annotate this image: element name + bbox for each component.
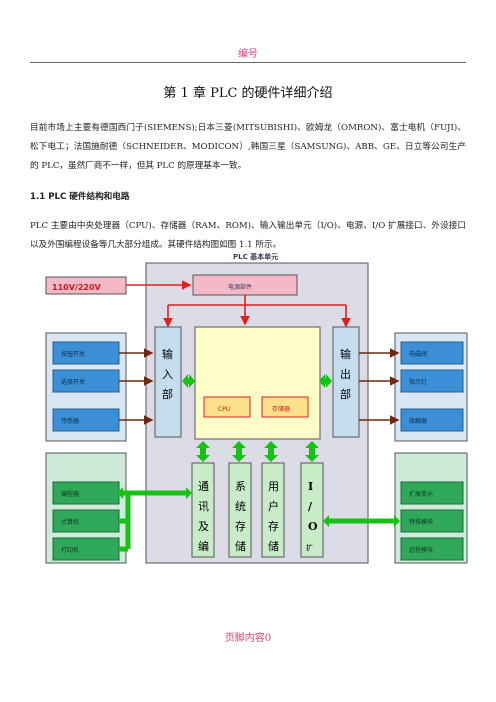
comm-char-3: 及 — [198, 520, 209, 533]
left-input-1-label: 按钮开关 — [61, 350, 85, 358]
comm-char-2: 讯 — [198, 500, 209, 513]
input-char-1: 输 — [162, 347, 173, 361]
sys-char-1: 系 — [235, 480, 246, 493]
input-char-3: 部 — [162, 387, 173, 401]
right-device-2-label: 特殊模块 — [409, 518, 433, 526]
left-device-3-label: 打印机 — [61, 546, 79, 554]
left-input-3-label: 传感器 — [61, 417, 79, 425]
comm-module — [191, 462, 215, 558]
input-section — [154, 326, 182, 438]
user-char-2: 户 — [268, 499, 279, 513]
right-output-1-label: 电磁阀 — [409, 350, 427, 358]
page-header: 编号 — [238, 49, 258, 60]
cpu-box-label: CPU — [218, 406, 230, 413]
user-memory-module — [261, 462, 285, 558]
cpu-section — [194, 326, 321, 440]
io-char-3: O — [308, 520, 318, 533]
intro-paragraph: 目前市场上主要有德国西门子(SIEMENS);日本三菱(MITSUBISHI)、… — [30, 123, 466, 171]
io-expansion-module — [300, 462, 324, 558]
right-output-3 — [400, 408, 464, 432]
left-device-1-label: 编程器 — [61, 490, 79, 498]
section-heading: 1.1 PLC 硬件结构和电路 — [30, 192, 130, 202]
cpu-box — [203, 396, 251, 418]
power-unit-label: 电源部件 — [228, 283, 252, 291]
right-device-1 — [400, 481, 464, 505]
user-char-1: 用 — [268, 480, 279, 493]
io-char-1: I — [308, 480, 313, 493]
power-distribution-lines — [167, 295, 347, 325]
bus-arrows — [182, 374, 332, 462]
comm-char-4: 编 — [198, 539, 209, 553]
output-arrows — [359, 348, 400, 425]
structure-paragraph: PLC 主要由中央处理器（CPU)、存储器（RAM、ROM)、输入输出单元（I/… — [30, 221, 466, 250]
frame-title: PLC 基本单元 — [233, 252, 278, 261]
output-char-2: 出 — [340, 367, 351, 381]
sys-char-2: 统 — [235, 500, 246, 513]
left-device-2-label: 计算机 — [61, 518, 79, 526]
input-arrows — [119, 348, 154, 425]
memory-box-label: 存储器 — [272, 405, 290, 413]
header-rule — [30, 62, 466, 63]
power-label: 110V/220V — [52, 283, 102, 292]
output-char-3: 部 — [340, 387, 351, 401]
right-output-3-label: 接触器 — [409, 417, 427, 425]
memory-box — [261, 396, 309, 418]
sys-char-4: 储 — [235, 539, 246, 553]
io-char-2: / — [308, 500, 313, 513]
output-char-1: 输 — [340, 347, 351, 361]
user-char-3: 存 — [268, 519, 279, 533]
left-device-bus — [117, 487, 192, 552]
io-char-4: 扩 — [306, 543, 313, 552]
right-output-2-label: 指示灯 — [409, 378, 427, 386]
right-device-bus — [323, 515, 400, 527]
sys-char-3: 存 — [235, 519, 246, 533]
user-char-4: 储 — [268, 539, 279, 553]
right-device-1-label: 扩展单元 — [409, 490, 433, 498]
page-footer: 页脚内容0 — [224, 633, 272, 644]
comm-char-1: 通 — [198, 480, 209, 493]
chapter-title: 第 1 章 PLC 的硬件详细介绍 — [163, 86, 333, 101]
right-device-2 — [400, 509, 464, 533]
right-output-1 — [400, 341, 464, 365]
right-device-3 — [400, 537, 464, 561]
system-memory-module — [228, 462, 252, 558]
right-output-2 — [400, 369, 464, 393]
input-char-2: 入 — [162, 368, 173, 381]
right-device-3-label: 远程模块 — [409, 546, 433, 554]
output-section — [332, 326, 360, 438]
left-input-2-label: 选择开关 — [61, 378, 85, 386]
